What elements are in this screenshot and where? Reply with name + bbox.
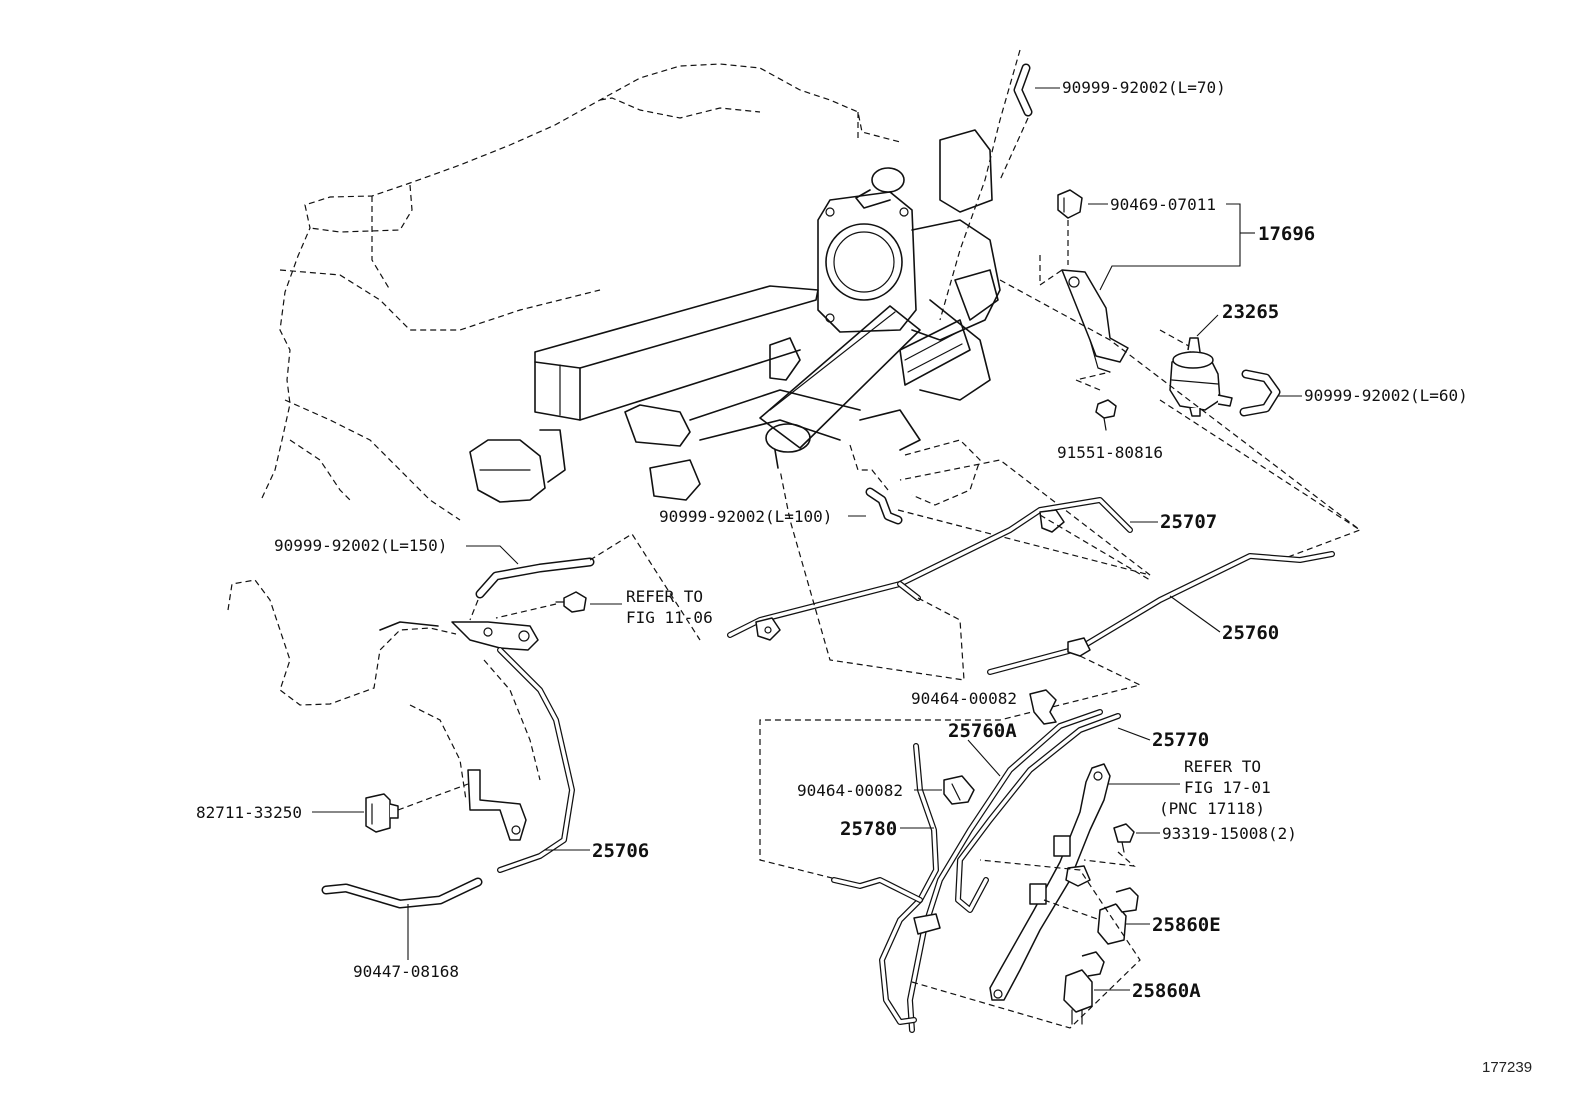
vsv-mounting-bracket[interactable] bbox=[989, 763, 1111, 1001]
label-25860a: 25860A bbox=[1132, 980, 1201, 1002]
leader-23265 bbox=[1196, 314, 1219, 337]
dash-hose-l150-b bbox=[469, 599, 479, 621]
label-refer-11-line1: REFER TO bbox=[626, 587, 703, 606]
label-bolt-93319: 93319-15008(2) bbox=[1162, 824, 1297, 843]
dash-bolt bbox=[1074, 371, 1111, 391]
dash-25760-b bbox=[1039, 514, 1151, 581]
bolt-91551-80816[interactable] bbox=[1095, 399, 1117, 431]
pipe-25780[interactable] bbox=[831, 743, 941, 1025]
leader-25770 bbox=[1117, 727, 1151, 741]
hose-90447-08168[interactable] bbox=[321, 877, 483, 909]
label-refer-17-line2: FIG 17-01 bbox=[1184, 778, 1271, 797]
dash-25860a bbox=[911, 859, 1141, 1029]
pipe-25760[interactable] bbox=[987, 551, 1335, 675]
vsv-25860e[interactable] bbox=[1065, 865, 1139, 945]
dash-bracket bbox=[1039, 255, 1063, 287]
pipe-25760a[interactable] bbox=[907, 709, 1103, 1033]
label-clip-00082-a: 90464-00082 bbox=[911, 689, 1017, 708]
bolt-93319-15008[interactable] bbox=[1113, 823, 1135, 853]
label-clip-07011: 90469-07011 bbox=[1110, 195, 1216, 214]
label-clip-00082-b: 90464-00082 bbox=[797, 781, 903, 800]
label-hose-l150: 90999-92002(L=150) bbox=[274, 536, 447, 555]
leader-25760a bbox=[967, 739, 1001, 777]
dash-hose-l70 bbox=[939, 49, 1021, 321]
clip-90464-00082-b[interactable] bbox=[943, 775, 975, 805]
label-hose-l60: 90999-92002(L=60) bbox=[1304, 386, 1468, 405]
dash-93319 bbox=[1083, 851, 1136, 867]
dash-bolt-11-06 bbox=[495, 603, 557, 619]
vsv-bracket[interactable] bbox=[1061, 269, 1129, 373]
label-refer-17-line3: (PNC 17118) bbox=[1159, 799, 1265, 818]
leader-hose-l150 bbox=[466, 545, 519, 565]
label-25860e: 25860E bbox=[1152, 914, 1221, 936]
throttle-body bbox=[817, 129, 1001, 401]
vsv-25860a[interactable] bbox=[1063, 951, 1105, 1025]
dash-sensor bbox=[397, 783, 469, 811]
transmission-outline bbox=[227, 579, 541, 801]
diagram-id: 177239 bbox=[1482, 1059, 1532, 1076]
leader-25760 bbox=[1169, 595, 1221, 633]
dash-vsv-to-25760 bbox=[999, 279, 1362, 561]
dash-hose-l100 bbox=[897, 459, 1151, 576]
sensor-82711-33250[interactable] bbox=[365, 793, 399, 833]
hose-l60[interactable] bbox=[1239, 369, 1281, 417]
dash-hose-l70-b bbox=[999, 117, 1029, 181]
label-refer-17-line1: REFER TO bbox=[1184, 757, 1261, 776]
label-17696: 17696 bbox=[1258, 223, 1315, 245]
pipe-25706[interactable] bbox=[451, 621, 575, 873]
pipe-25707[interactable] bbox=[727, 497, 1133, 641]
dash-25707 bbox=[779, 469, 965, 681]
pipe-25770[interactable] bbox=[955, 713, 1121, 913]
clip-90469-07011[interactable] bbox=[1057, 189, 1083, 219]
label-sensor-82711: 82711-33250 bbox=[196, 803, 302, 822]
label-25760: 25760 bbox=[1222, 622, 1279, 644]
bolt-refer-11-06[interactable] bbox=[555, 591, 587, 613]
label-hose-l70: 90999-92002(L=70) bbox=[1062, 78, 1226, 97]
engine-block-outline bbox=[261, 63, 901, 521]
label-25760a: 25760A bbox=[948, 720, 1017, 742]
vsv-23265[interactable] bbox=[1169, 337, 1233, 417]
intake-manifold bbox=[469, 285, 921, 503]
clip-90464-00082-a[interactable] bbox=[1029, 689, 1057, 725]
label-hose-08168: 90447-08168 bbox=[353, 962, 459, 981]
dash-25760 bbox=[759, 655, 1142, 881]
hose-l100[interactable] bbox=[865, 487, 903, 525]
label-bolt-91551: 91551-80816 bbox=[1057, 443, 1163, 462]
egr-runner bbox=[759, 305, 921, 469]
label-refer-11-line2: FIG 11-06 bbox=[626, 608, 713, 627]
label-hose-l100: 90999-92002(L=100) bbox=[659, 507, 832, 526]
label-25707: 25707 bbox=[1160, 511, 1217, 533]
label-25780: 25780 bbox=[840, 818, 897, 840]
hose-l150[interactable] bbox=[475, 557, 595, 599]
hose-l70[interactable] bbox=[1013, 63, 1033, 117]
dash-hose-l150 bbox=[589, 533, 701, 641]
label-25770: 25770 bbox=[1152, 729, 1209, 751]
label-23265: 23265 bbox=[1222, 301, 1279, 323]
label-25706: 25706 bbox=[592, 840, 649, 862]
lower-dashed-outlines bbox=[849, 439, 981, 506]
leader-17696 bbox=[1099, 203, 1241, 291]
